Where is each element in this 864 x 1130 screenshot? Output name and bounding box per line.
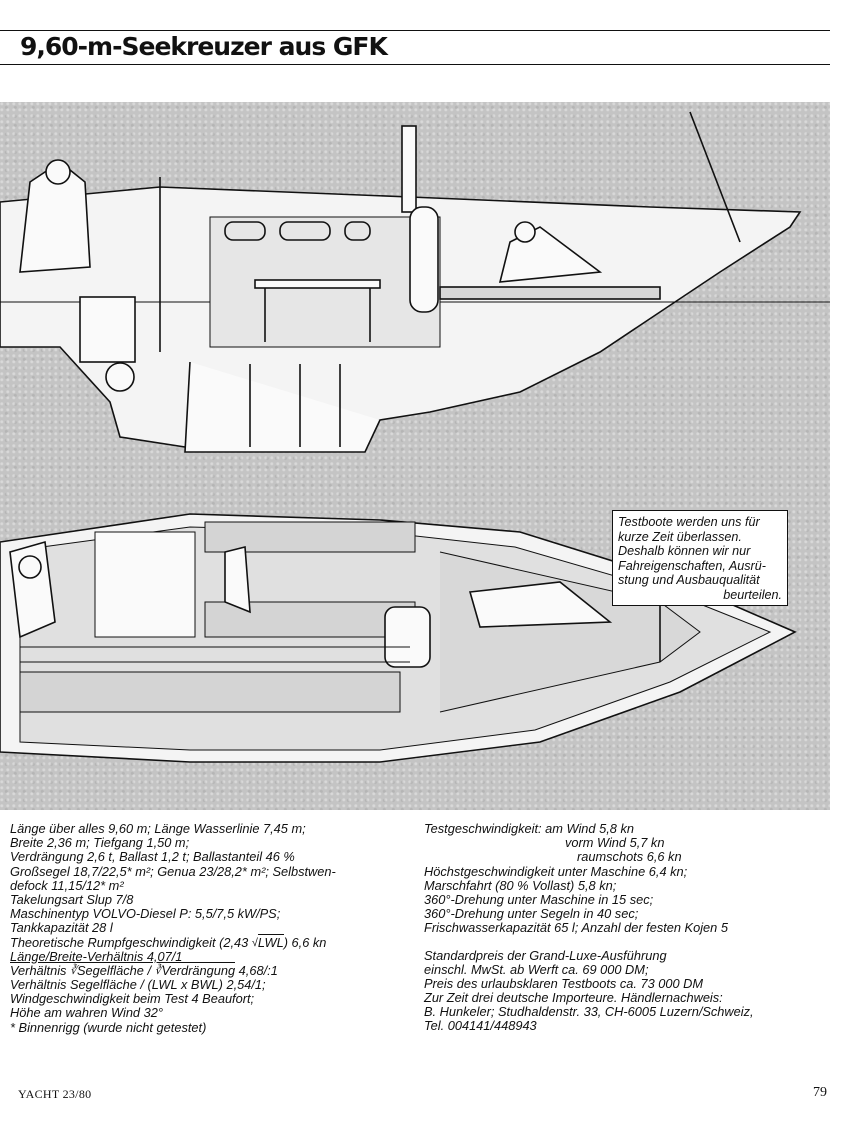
specs-left-column: Länge über alles 9,60 m; Länge Wasserlin…	[0, 812, 410, 1052]
spec-line: Länge über alles 9,60 m; Länge Wasserlin…	[10, 821, 306, 836]
spec-text: Theoretische Rumpfgeschwindigkeit (2,43	[10, 934, 252, 950]
spec-text: 4,68/:1	[235, 962, 278, 978]
notice-line: Testboote werden uns für	[618, 515, 760, 529]
notice-line: Fahreigenschaften, Ausrü-	[618, 558, 766, 573]
boat-illustration: Testboote werden uns für kurze Zeit über…	[0, 102, 830, 810]
spec-line: B. Hunkeler; Studhaldenstr. 33, CH-6005 …	[424, 1004, 754, 1020]
title-rule	[0, 64, 830, 65]
spec-line: Preis des urlaubsklaren Testboots ca. 73…	[424, 975, 704, 991]
spec-line: Windgeschwindigkeit beim Test 4 Beaufort…	[10, 991, 255, 1007]
spec-line: Zur Zeit drei deutsche Importeure. Händl…	[424, 990, 723, 1006]
spec-footnote: * Binnenrigg (wurde nicht getestet)	[10, 1019, 207, 1035]
spec-line-hull-speed: Theoretische Rumpfgeschwindigkeit (2,43 …	[10, 933, 410, 950]
top-rule	[0, 30, 830, 31]
spec-line: 360°-Drehung unter Maschine in 15 sec;	[424, 891, 654, 907]
plan-view	[0, 513, 797, 763]
spec-line: Verdrängung 2,6 t, Ballast 1,2 t; Ballas…	[10, 849, 295, 865]
page-number: 79	[813, 1085, 827, 1100]
cbrt-symbol: ∛	[70, 964, 78, 977]
spec-line: 360°-Drehung unter Segeln in 40 sec;	[424, 906, 639, 922]
sqrt-symbol: √	[251, 936, 258, 949]
displacement-term: Verdrängung	[161, 961, 236, 978]
page-title: 9,60-m-Seekreuzer aus GFK	[20, 32, 388, 61]
spec-line: Standardpreis der Grand-Luxe-Ausführung	[424, 947, 667, 963]
spacer	[424, 936, 808, 949]
spec-line: defock 11,15/12* m²	[10, 877, 124, 893]
notice-line: stung und Ausbauqualität	[618, 573, 760, 587]
spec-line: Takelungsart Slup 7/8	[10, 891, 134, 907]
spec-text: ) 6,6 kn	[283, 934, 327, 950]
magazine-issue: YACHT 23/80	[18, 1087, 92, 1101]
boat-drawing	[0, 111, 830, 763]
spec-line: Breite 2,36 m; Tiefgang 1,50 m;	[10, 835, 190, 851]
cbrt-symbol: ∛	[154, 964, 162, 977]
spec-line: Tankkapazität 28 l	[10, 920, 113, 936]
spec-line: Marschfahrt (80 % Vollast) 5,8 kn;	[424, 877, 617, 893]
spec-line-ratio: Verhältnis ∛Segelfläche / ∛Verdrängung 4…	[10, 961, 410, 978]
spec-line: Testgeschwindigkeit: am Wind 5,8 kn	[424, 821, 634, 836]
spec-line: Großsegel 18,7/22,5* m²; Genua 23/28,2* …	[10, 863, 336, 879]
notice-line: beurteilen.	[723, 587, 782, 602]
sail-area-term: Segelfläche	[77, 961, 144, 978]
spec-line: Tel. 004141/448943	[424, 1018, 537, 1034]
spec-line: einschl. MwSt. ab Werft ca. 69 000 DM;	[424, 961, 649, 977]
spec-line: Höchstgeschwindigkeit unter Maschine 6,4…	[424, 863, 688, 879]
spec-line: raumschots 6,6 kn	[577, 849, 682, 865]
spec-line: Frischwasserkapazität 65 l; Anzahl der f…	[424, 920, 728, 936]
spec-line: Länge/Breite-Verhältnis 4,07/1	[10, 948, 183, 964]
spec-line: Verhältnis Segelfläche / (LWL x BWL) 2,5…	[10, 977, 266, 993]
side-profile	[0, 111, 830, 453]
spec-text: Verhältnis	[10, 962, 70, 978]
spec-line: Maschinentyp VOLVO-Diesel P: 5,5/7,5 kW/…	[10, 906, 281, 922]
lwl-term: LWL	[257, 933, 284, 950]
test-boat-notice: Testboote werden uns für kurze Zeit über…	[612, 510, 788, 606]
notice-line: kurze Zeit überlassen.	[618, 529, 742, 544]
spec-line: vorm Wind 5,7 kn	[565, 835, 665, 851]
spec-text: /	[143, 962, 155, 978]
spec-line: Höhe am wahren Wind 32°	[10, 1005, 163, 1021]
notice-line: Deshalb können wir nur	[618, 544, 751, 558]
specs-right-column: Testgeschwindigkeit: am Wind 5,8 kn vorm…	[412, 812, 808, 1052]
